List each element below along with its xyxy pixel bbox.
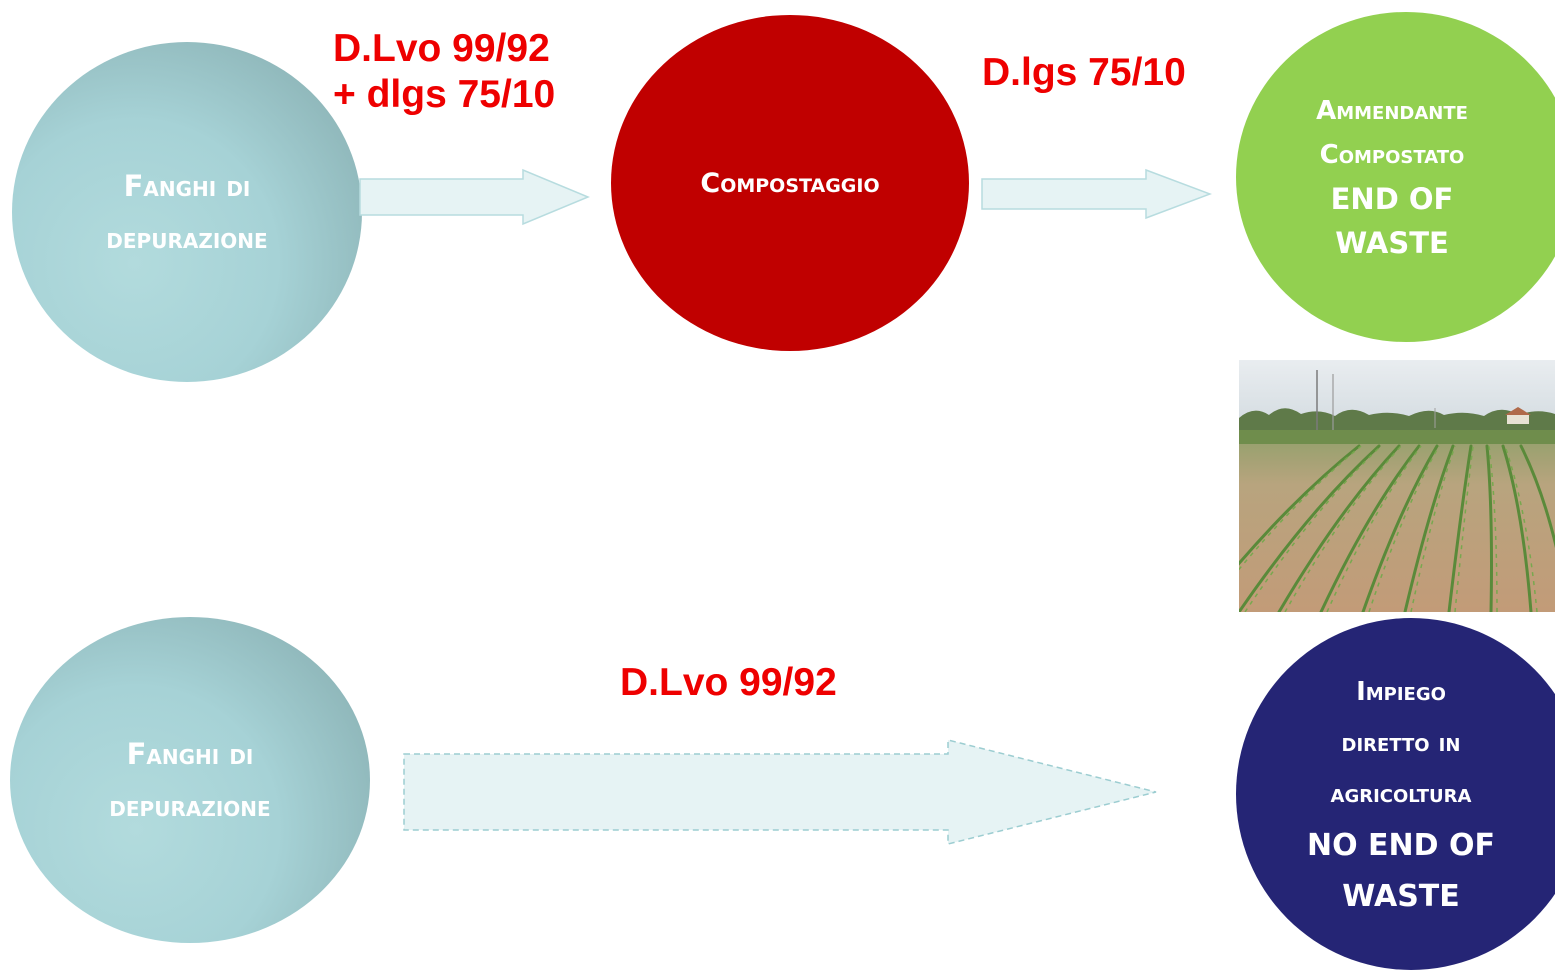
result-label-line4: WASTE [1335,226,1449,260]
regulation-label-top-1-line1: D.Lvo 99/92 [333,27,550,70]
arrow-top-2 [981,168,1212,220]
result-label-line3: END OF [1330,182,1454,216]
field-photo [1239,360,1555,612]
result-bottom-line4: NO END OF [1307,827,1495,863]
result-bottom-line1: Impiego [1356,676,1446,707]
source-circle-bottom: Fanghi di depurazione [10,617,370,943]
source-label-line1: Fanghi di [123,169,251,203]
regulation-label-top-1: D.Lvo 99/92 + dlgs 75/10 [333,26,555,118]
source-label-bottom-line2: depurazione [109,789,271,823]
result-circle-end-of-waste: Ammendante Compostato END OF WASTE [1236,12,1555,342]
result-bottom-line3: agricoltura [1330,778,1472,809]
result-label-line1: Ammendante [1316,96,1468,126]
process-circle-compostaggio: Compostaggio [611,15,969,351]
result-circle-no-end-of-waste: Impiego diretto in agricoltura NO END OF… [1236,618,1555,970]
result-label-line2: Compostato [1319,140,1465,170]
result-bottom-line5: WASTE [1342,878,1460,914]
arrow-bottom [403,739,1157,845]
source-label-line2: depurazione [106,221,268,255]
source-circle-top: Fanghi di depurazione [12,42,362,382]
regulation-label-top-2: D.lgs 75/10 [982,51,1186,94]
process-label: Compostaggio [700,167,880,199]
regulation-label-top-1-line2: + dlgs 75/10 [333,73,556,116]
arrow-top-1 [359,168,590,226]
regulation-label-bottom: D.Lvo 99/92 [620,661,837,704]
result-bottom-line2: diretto in [1341,727,1461,758]
source-label-bottom-line1: Fanghi di [126,737,254,771]
